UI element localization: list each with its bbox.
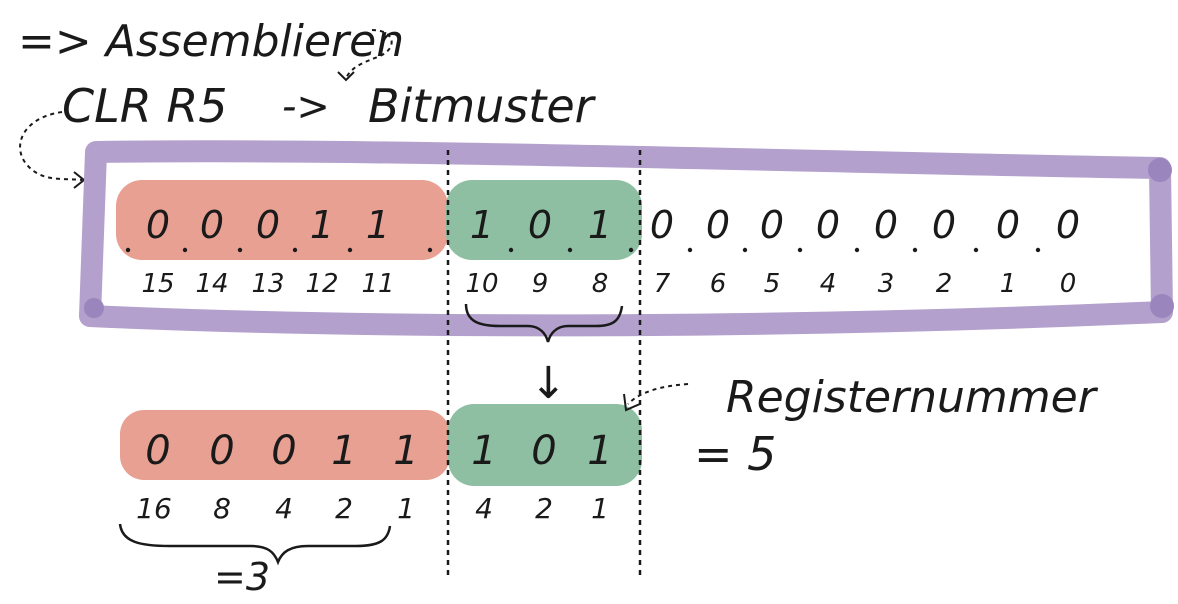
bit-separator-dot xyxy=(567,247,573,253)
top-bit-separators xyxy=(125,247,1041,253)
bit-separator-dot xyxy=(742,247,748,253)
top-bit-position: 3 xyxy=(878,269,895,299)
top-bit: 1 xyxy=(588,203,612,247)
top-bit: 0 xyxy=(874,203,898,247)
bottom-opcode-bit: 0 xyxy=(271,428,296,474)
title-line: => Assemblieren xyxy=(18,16,404,67)
top-bit: 0 xyxy=(706,203,730,247)
opcode-sum: =3 xyxy=(214,555,270,599)
top-bit-position: 11 xyxy=(361,269,394,299)
top-bit-position: 0 xyxy=(1060,269,1077,299)
bottom-register-highlight xyxy=(448,404,642,486)
top-bit: 0 xyxy=(200,203,224,247)
bit-separator-dot xyxy=(508,247,514,253)
bottom-register-bit: 1 xyxy=(471,428,496,474)
top-bit: 1 xyxy=(366,203,390,247)
bit-separator-dot xyxy=(797,247,803,253)
top-opcode-highlight xyxy=(116,180,448,260)
bottom-opcode-bit: 1 xyxy=(393,428,418,474)
top-bit: 0 xyxy=(256,203,280,247)
top-bit: 1 xyxy=(310,203,334,247)
top-bit-position: 12 xyxy=(305,269,338,299)
top-bit: 0 xyxy=(932,203,956,247)
top-bit-position: 2 xyxy=(936,269,953,299)
top-bit-position: 9 xyxy=(532,269,549,299)
bit-separator-dot xyxy=(628,247,634,253)
bit-separator-dot xyxy=(347,247,353,253)
bottom-opcode-highlight xyxy=(120,410,450,480)
assemble-connector-head xyxy=(337,71,355,82)
instruction-text: CLR R5 xyxy=(62,79,228,133)
bottom-opcode-bit: 0 xyxy=(209,428,234,474)
top-bit: 0 xyxy=(146,203,170,247)
opcode-sum-brace xyxy=(118,523,392,566)
bit-separator-dot xyxy=(427,247,433,253)
bottom-register-bit: 1 xyxy=(587,428,612,474)
top-bit-position: 13 xyxy=(251,269,284,299)
opcode-weight: 2 xyxy=(335,492,353,525)
bottom-register-bit: 0 xyxy=(531,428,556,474)
top-bit: 0 xyxy=(528,203,552,247)
top-bit-position: 5 xyxy=(764,269,781,299)
opcode-weight: 1 xyxy=(397,492,415,525)
top-bit-position: 14 xyxy=(195,269,228,299)
top-bit-position: 6 xyxy=(710,269,727,299)
top-bit-position: 1 xyxy=(1000,269,1017,299)
top-bit-position: 8 xyxy=(592,269,609,299)
bottom-opcode-bit: 0 xyxy=(145,428,170,474)
register-weight: 1 xyxy=(591,492,609,525)
top-register-highlight xyxy=(446,180,642,260)
bit-separator-dot xyxy=(1035,247,1041,253)
assemble-connector xyxy=(345,29,393,79)
bit-separator-dot xyxy=(912,247,918,253)
bit-separator-dot xyxy=(854,247,860,253)
top-bit: 0 xyxy=(1056,203,1080,247)
register-weight: 2 xyxy=(535,492,553,525)
top-bit-position: 4 xyxy=(820,269,837,299)
bit-separator-dot xyxy=(973,247,979,253)
bit-separator-dot xyxy=(125,247,131,253)
top-bit: 0 xyxy=(996,203,1020,247)
top-bit-position: 7 xyxy=(654,269,671,299)
opcode-weight: 4 xyxy=(275,492,293,525)
bit-separator-dot xyxy=(292,247,298,253)
top-bit-position: 10 xyxy=(465,269,498,299)
bottom-weight-row: 16 8 4 2 1 4 2 1 xyxy=(136,492,609,525)
arrow-text: -> xyxy=(282,84,330,130)
register-value: = 5 xyxy=(694,427,776,481)
down-arrow: ↓ xyxy=(530,358,567,409)
top-bit: 0 xyxy=(760,203,784,247)
bit-separator-dot xyxy=(687,247,693,253)
register-weight: 4 xyxy=(475,492,493,525)
top-bit: 0 xyxy=(816,203,840,247)
bitpattern-frame xyxy=(79,140,1174,337)
top-bit: 1 xyxy=(470,203,494,247)
opcode-weight: 16 xyxy=(136,492,172,525)
bit-separator-dot xyxy=(237,247,243,253)
bitmuster-label: Bitmuster xyxy=(368,79,597,133)
instruction-connector xyxy=(19,111,83,181)
register-field-brace xyxy=(464,303,624,343)
register-label: Registernummer xyxy=(726,372,1099,423)
bit-separator-dot xyxy=(182,247,188,253)
opcode-weight: 8 xyxy=(213,492,231,525)
top-bit-position: 15 xyxy=(141,269,174,299)
register-connector-head xyxy=(623,393,641,412)
bottom-opcode-bit: 1 xyxy=(331,428,356,474)
top-bit: 0 xyxy=(650,203,674,247)
register-connector xyxy=(627,383,689,405)
